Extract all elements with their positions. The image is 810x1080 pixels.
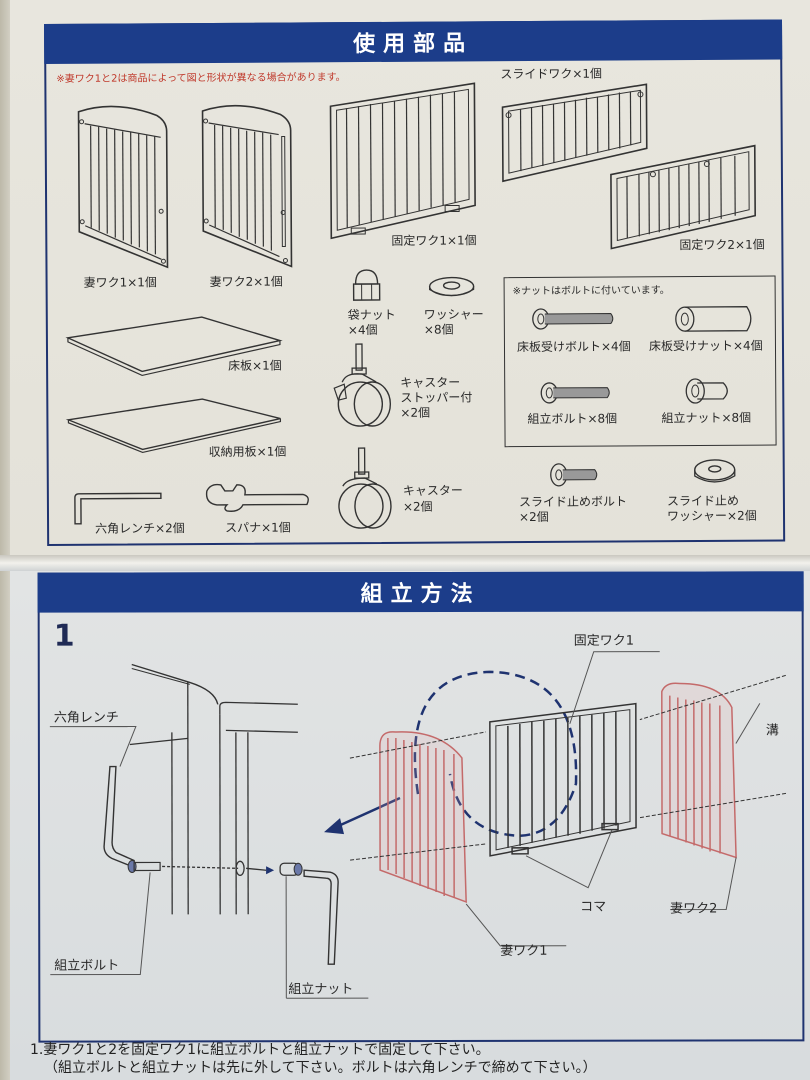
callout-assembly-bolt: 組立ボルト [54,958,120,974]
washer-icon [428,276,475,297]
caster-stopper-label-1: キャスター [400,375,461,390]
callout-koma: コマ [580,899,607,915]
slide-stop-washer-icon [694,459,736,483]
caster-stopper-label-3: ×2個 [400,405,431,420]
cap-nut-label-1: 袋ナット [347,307,396,323]
floor-board-label: 床板×1個 [228,358,282,373]
sheet-bottom [10,568,810,1080]
assembly-bolt-icon [540,382,610,404]
parts-section: 使用部品 ※妻ワク1と2は商品によって図と形状が異なる場合があります。 妻ワク1… [44,19,786,546]
slide-stop-bolt-label-1: スライド止めボルト [518,494,627,510]
assembly-bolt-label: 組立ボルト×8個 [527,411,618,427]
slide-stop-washer-label-2: ワッシャー×2個 [666,508,757,524]
hardware-box: ※ナットはボルトに付いています。 床板受けボルト×4個 床板受けナット×4個 組… [503,275,777,448]
slide-frame-illustration [501,83,648,183]
cap-nut-icon [352,269,381,301]
cap-nut-label-2: ×4個 [347,322,378,338]
end-frame-1-label: 妻ワク1×1個 [83,275,157,290]
frame-assembly-illustration [349,651,787,947]
assembly-nut-icon [685,378,728,404]
fixed-frame-1-illustration [329,82,476,240]
bolt-detail-illustration [49,663,401,999]
end-frame-2-label: 妻ワク2×1個 [209,274,283,289]
storage-board-label: 収納用板×1個 [208,444,287,460]
instruction-line-1: 1.妻ワク1と2を固定ワク1に組立ボルトと組立ナットで固定して下さい。 [30,1042,490,1058]
washer-label-2: ×8個 [423,322,454,337]
hex-wrench-label: 六角レンチ×2個 [95,521,185,536]
floor-bolt-icon [532,308,614,330]
hardware-note: ※ナットはボルトに付いています。 [512,285,670,298]
parts-section-title: 使用部品 [44,19,783,64]
callout-fixed-frame-1: 固定ワク1 [573,633,635,649]
callout-assembly-nut: 組立ナット [288,982,354,998]
washer-label-1: ワッシャー [423,307,484,322]
spanner-label: スパナ×1個 [225,520,291,535]
storage-board-illustration [65,398,282,454]
callout-end-frame-2: 妻ワク2 [670,901,718,917]
caster-stopper-icon [333,343,392,427]
floor-board-illustration [65,316,283,377]
slide-stop-bolt-label-2: ×2個 [518,509,549,525]
floor-nut-label: 床板受けナット×4個 [648,338,763,354]
slide-stop-washer-label-1: スライド止め [666,493,739,509]
caster-stopper-label-2: ストッパー付 [400,390,473,405]
page-fold [0,555,810,571]
callout-hex-wrench: 六角レンチ [53,710,119,726]
hex-wrench-icon [74,492,162,525]
assembly-section: 組立方法 1 [37,571,805,1043]
slide-stop-bolt-icon [550,463,598,487]
fixed-frame-1-label: 固定ワク1×1個 [391,233,477,248]
floor-nut-icon [675,306,752,332]
fixed-frame-2-illustration [610,144,756,250]
caster-icon [338,447,392,529]
parts-note: ※妻ワク1と2は商品によって図と形状が異なる場合があります。 [56,72,346,85]
callout-end-frame-1: 妻ワク1 [500,943,548,959]
assembly-nut-label: 組立ナット×8個 [661,410,752,426]
caster-label-1: キャスター [402,483,463,498]
end-frame-1-illustration [77,105,169,269]
instruction-line-2: （組立ボルトと組立ナットは先に外して下さい。ボルトは六角レンチで締めて下さい。） [44,1060,597,1076]
end-frame-2-illustration [201,104,293,268]
caster-label-2: ×2個 [402,499,433,514]
fixed-frame-2-label: 固定ワク2×1個 [679,237,765,253]
callout-groove: 溝 [765,723,779,739]
slide-frame-label: スライドワク×1個 [500,66,603,82]
spanner-icon [205,483,309,512]
page-edge [0,0,12,1080]
floor-bolt-label: 床板受けボルト×4個 [516,339,631,355]
assembly-section-title: 組立方法 [37,571,804,613]
